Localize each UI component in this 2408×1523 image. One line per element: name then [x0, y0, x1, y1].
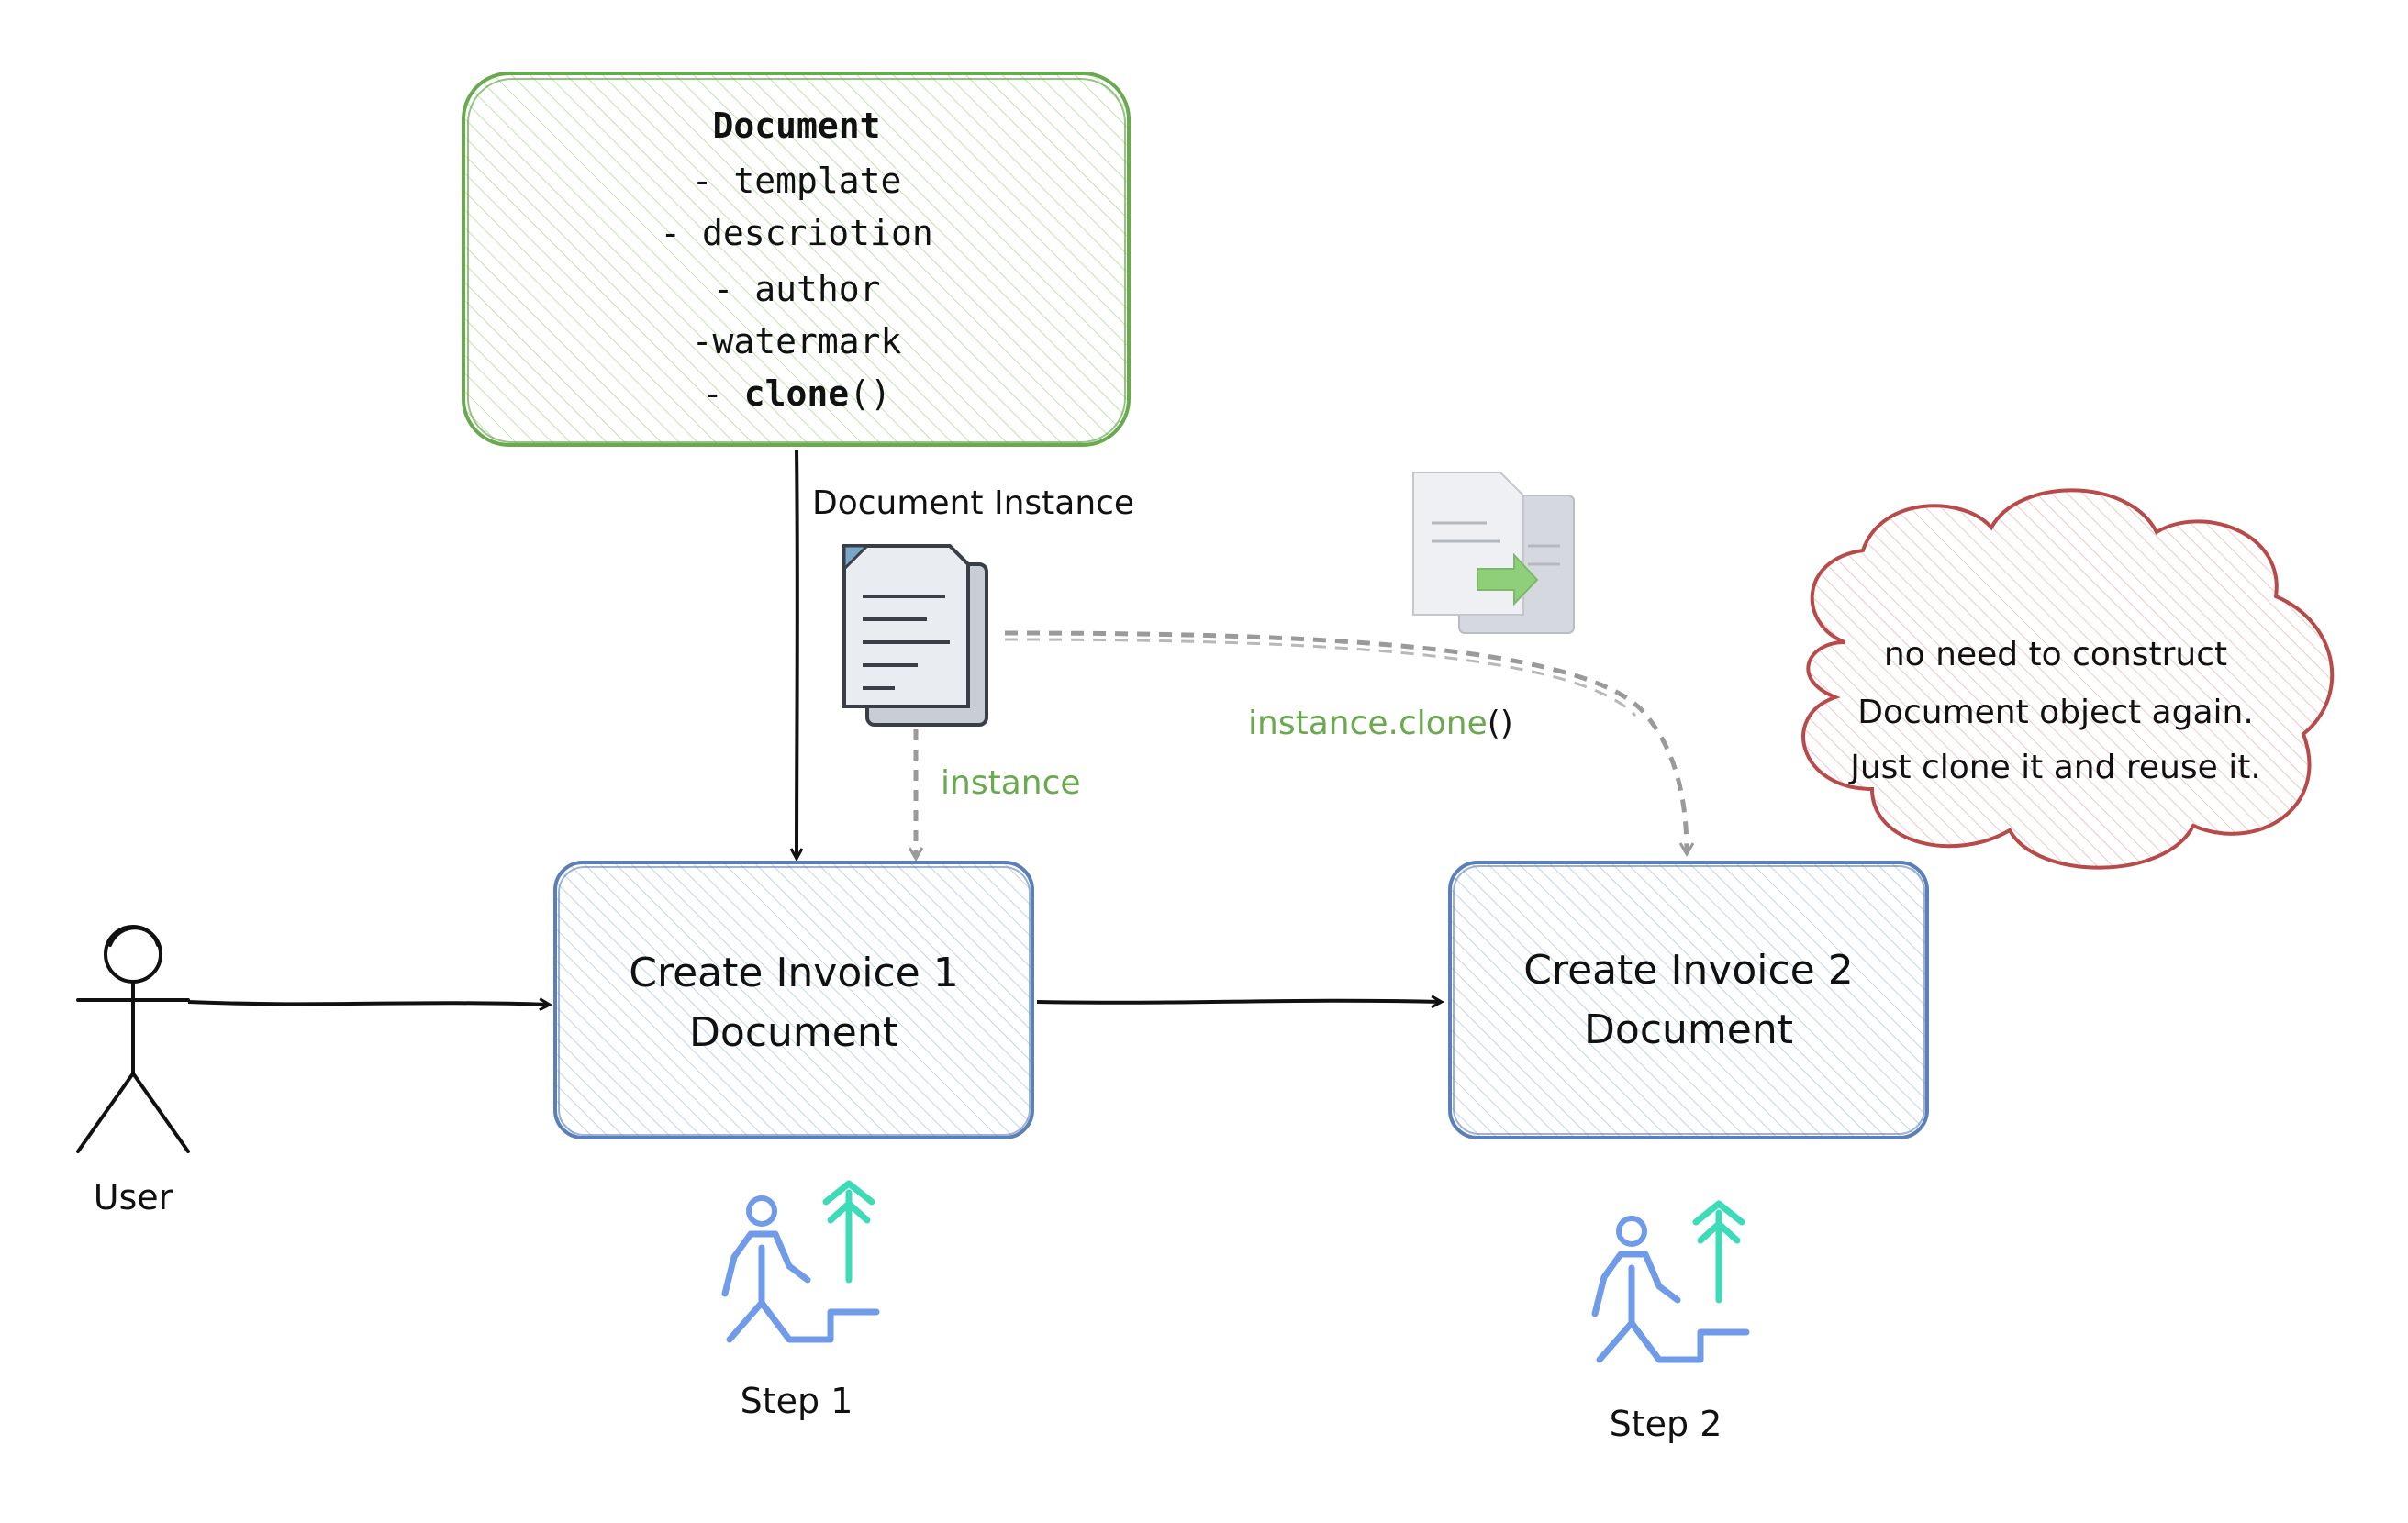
invoice2-box: Create Invoice 2 Document [1448, 861, 1929, 1139]
label-instance: instance [941, 764, 1081, 802]
note-line-1: no need to construct [1884, 636, 2227, 673]
label-step1: Step 1 [741, 1381, 853, 1421]
invoice2-line2: Document [1584, 1006, 1793, 1053]
document-field-description: - descriotion [660, 213, 932, 253]
note-cloud: no need to construct Document object aga… [1801, 488, 2335, 870]
document-class-title: Document [712, 106, 880, 146]
invoice1-box: Create Invoice 1 Document [553, 861, 1034, 1139]
invoice2-line1: Create Invoice 2 [1523, 947, 1853, 994]
document-class-box: Document - template - descriotion - auth… [462, 72, 1131, 447]
label-step2: Step 2 [1610, 1404, 1722, 1444]
note-line-2: Document object again. [1857, 694, 2254, 731]
invoice1-line2: Document [689, 1009, 898, 1056]
document-method-clone: - clone() [702, 373, 891, 414]
label-instance-clone: instance.clone() [1248, 705, 1513, 742]
user-icon [76, 925, 190, 1153]
label-user: User [94, 1177, 173, 1217]
step2-icon [1591, 1200, 1750, 1363]
arrow-clone-to-invoice2 [1004, 630, 1687, 853]
clone-document-icon [1412, 472, 1575, 634]
document-field-author: - author [712, 269, 880, 309]
label-document-instance: Document Instance [812, 484, 1134, 522]
invoice1-line1: Create Invoice 1 [629, 950, 958, 996]
note-line-3: Just clone it and reuse it. [1848, 749, 2261, 786]
arrow-invoice1-to-invoice2 [1036, 1001, 1441, 1003]
document-field-watermark: -watermark [692, 321, 902, 361]
step1-icon [721, 1180, 880, 1343]
document-field-template: - template [692, 161, 902, 201]
document-instance-icon [842, 544, 988, 727]
arrow-user-to-invoice1 [187, 1002, 549, 1005]
